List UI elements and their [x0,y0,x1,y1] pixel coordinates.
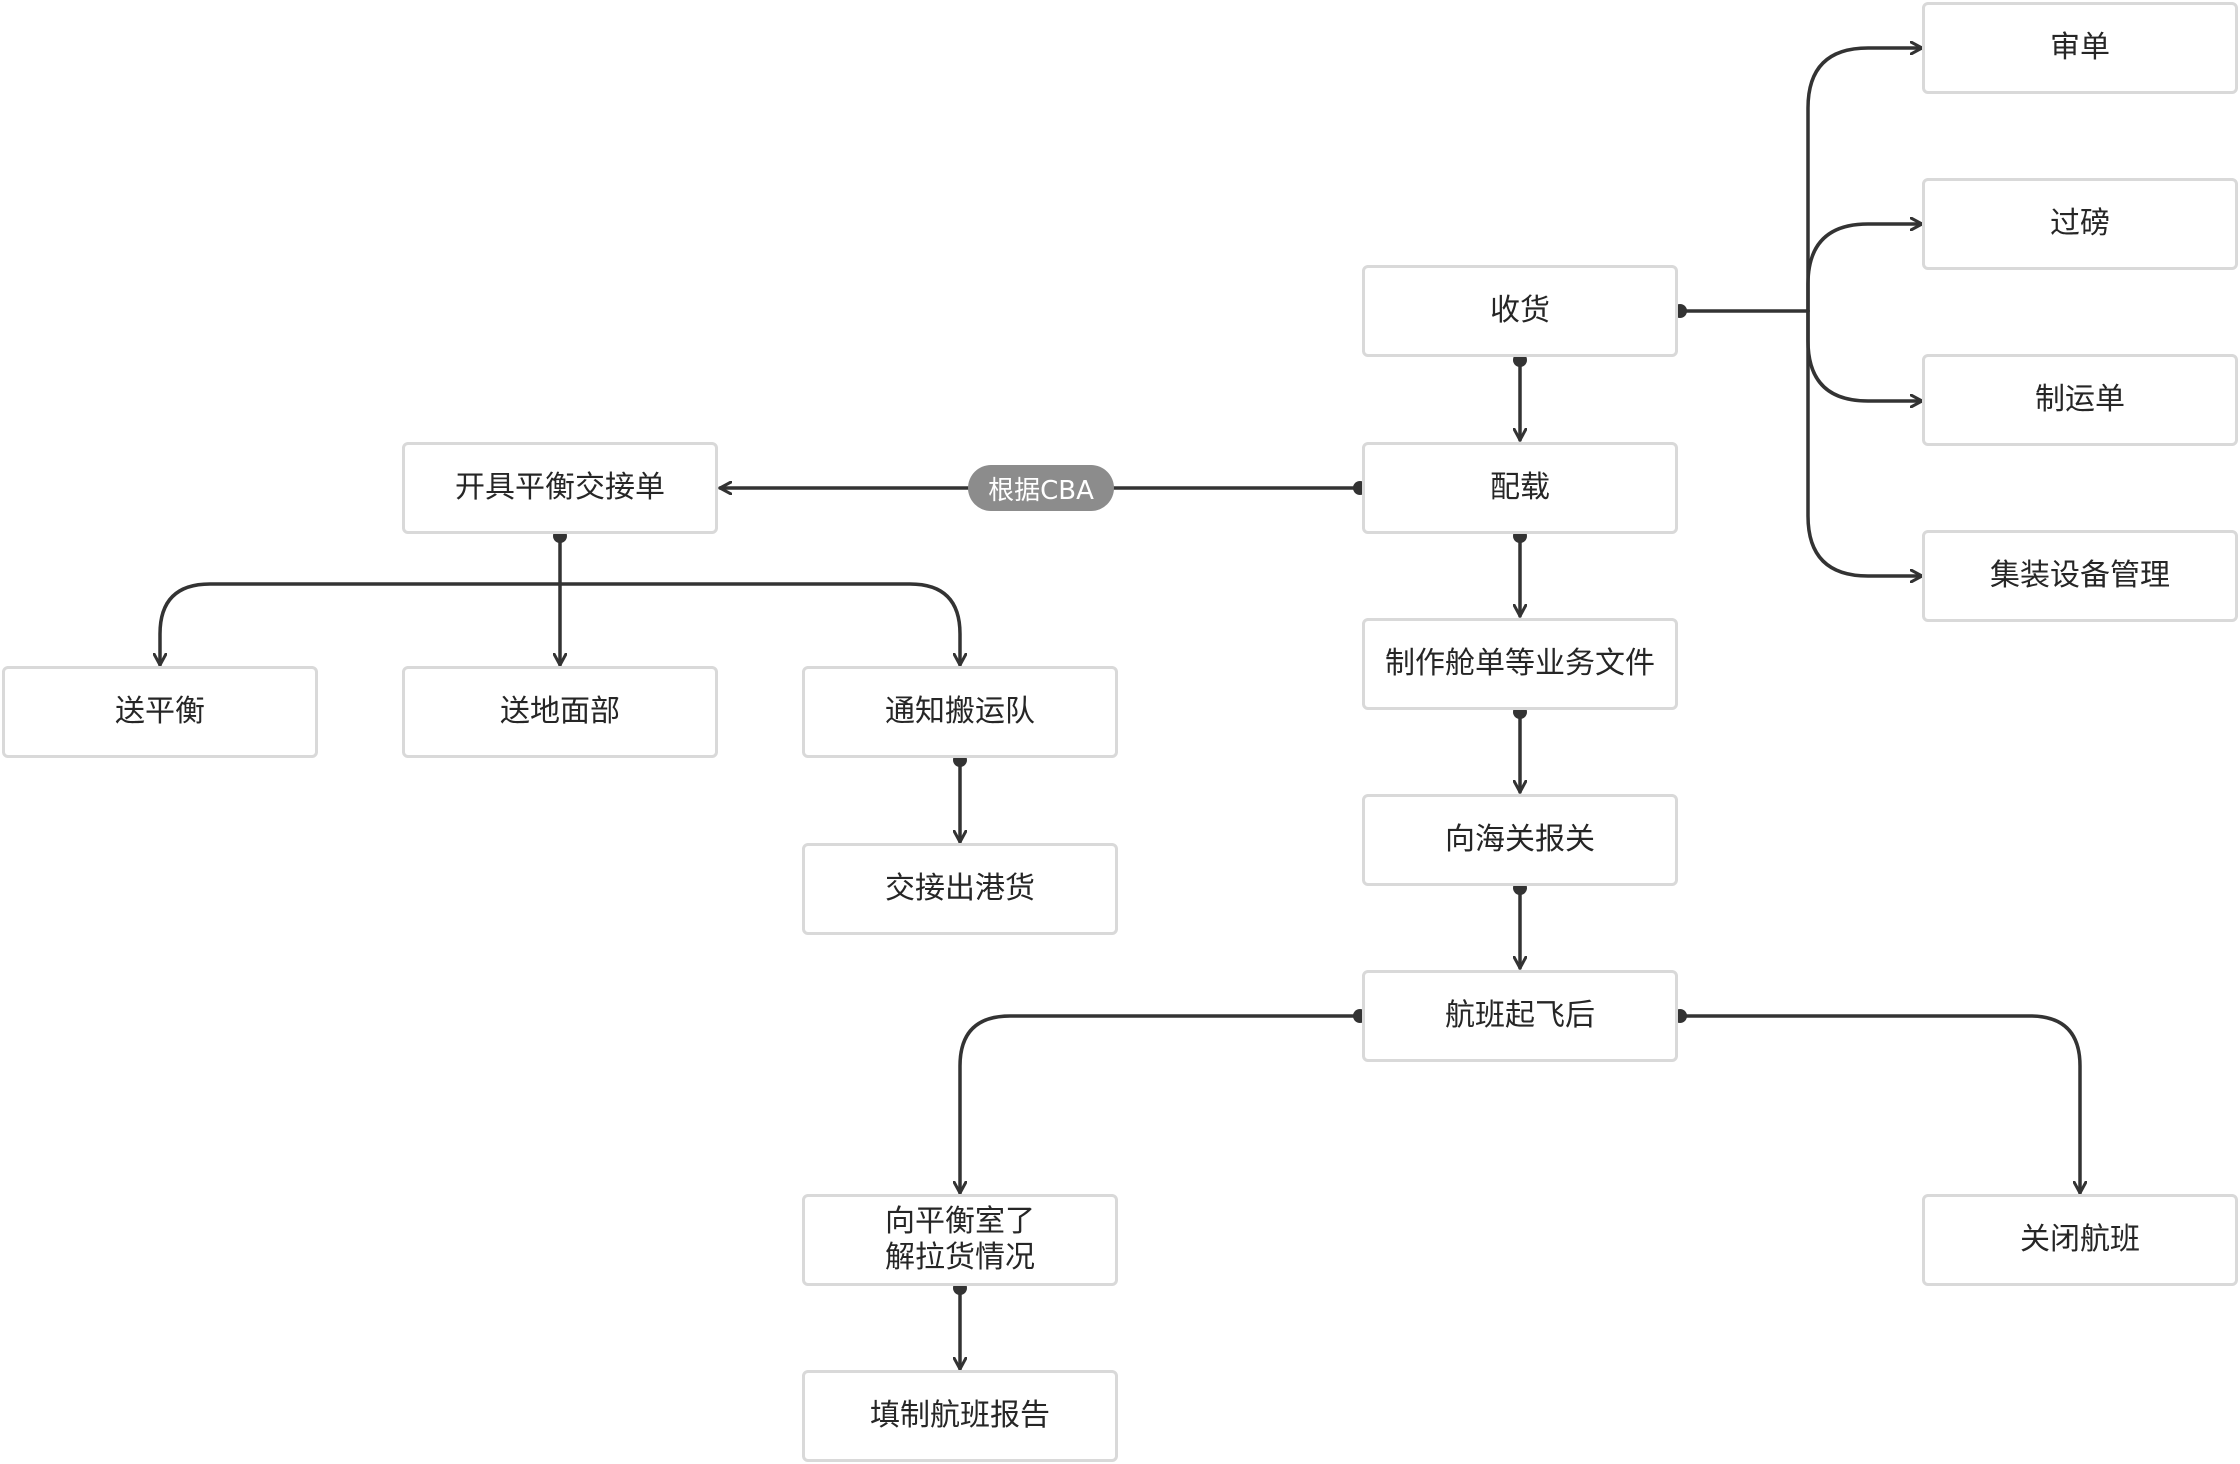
node-label: 制运单 [2035,382,2125,417]
node-label: 向海关报关 [1445,822,1595,857]
node-label: 送平衡 [115,694,205,729]
node-label: 航班起飞后 [1445,998,1595,1033]
node-songdimian[interactable]: 送地面部 [402,666,718,758]
node-qifei[interactable]: 航班起飞后 [1362,970,1678,1062]
node-label: 开具平衡交接单 [455,470,665,505]
edge-qifei-guanbi [1678,1014,2080,1195]
node-zhizuo[interactable]: 制作舱单等业务文件 [1362,618,1678,710]
edge-label-cba-text: 根据CBA [988,475,1094,506]
edge-to-songpingheng [160,582,562,667]
node-guanbi[interactable]: 关闭航班 [1922,1194,2238,1286]
node-label: 填制航班报告 [870,1398,1050,1433]
edge-to-jizhuang [1806,309,1924,576]
node-haiguan[interactable]: 向海关报关 [1362,794,1678,886]
node-shouhuo[interactable]: 收货 [1362,265,1678,357]
node-jiaojie[interactable]: 交接出港货 [802,843,1118,935]
node-label: 制作舱单等业务文件 [1385,646,1655,681]
node-label: 审单 [2050,30,2110,65]
node-label: 配载 [1490,470,1550,505]
node-baogao[interactable]: 填制航班报告 [802,1370,1118,1462]
node-tongzhi[interactable]: 通知搬运队 [802,666,1118,758]
node-jizhuang[interactable]: 集装设备管理 [1922,530,2238,622]
node-guobang[interactable]: 过磅 [1922,178,2238,270]
edge-to-tongzhi [558,582,960,667]
node-label: 过磅 [2050,206,2110,241]
edge-label-cba: 根据CBA [968,465,1114,511]
node-shendan[interactable]: 审单 [1922,2,2238,94]
node-songpingheng[interactable]: 送平衡 [2,666,318,758]
node-label: 交接出港货 [885,871,1035,906]
node-label: 集装设备管理 [1990,558,2170,593]
node-label: 收货 [1490,293,1550,328]
edge-to-shendan [1806,48,1924,313]
node-label: 关闭航班 [2020,1222,2140,1257]
node-zhiyundan[interactable]: 制运单 [1922,354,2238,446]
node-label: 通知搬运队 [885,694,1035,729]
node-lahuo[interactable]: 向平衡室了 解拉货情况 [802,1194,1118,1286]
node-label: 送地面部 [500,694,620,729]
edge-qifei-lahuo [960,1014,1362,1195]
node-peizai[interactable]: 配载 [1362,442,1678,534]
node-label: 向平衡室了 解拉货情况 [885,1204,1035,1275]
node-kaiju[interactable]: 开具平衡交接单 [402,442,718,534]
edge-to-guobang [1806,224,1924,313]
edge-to-zhiyundan [1806,309,1924,401]
